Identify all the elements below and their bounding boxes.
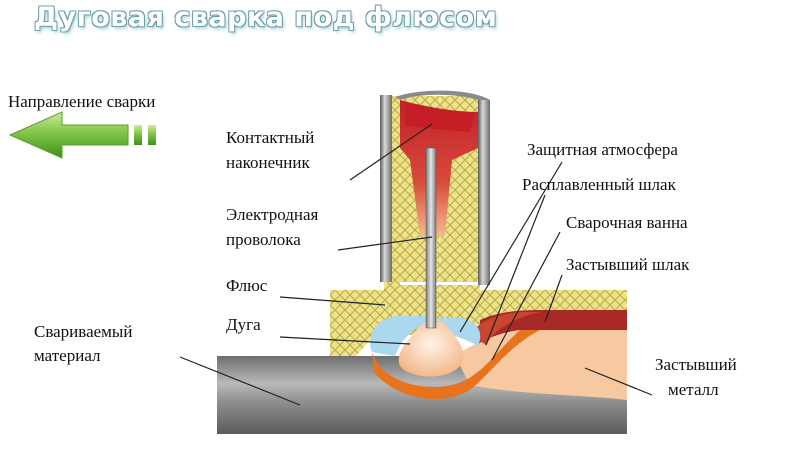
- flux-hopper-right-wall: [478, 100, 490, 285]
- shielding-atmosphere-left: [370, 316, 428, 356]
- solidified-metal-label-line2: металл: [668, 380, 719, 399]
- electrode-wire-label-line2: проволока: [226, 230, 301, 249]
- contact-tip-label-line2: наконечник: [226, 153, 310, 172]
- shielding-atmosphere-label: Защитная атмосфера: [527, 140, 678, 159]
- base-material-label-line1: Свариваемый: [34, 322, 133, 341]
- arc-label: Дуга: [226, 315, 261, 334]
- contact-tip-top-shine: [405, 103, 475, 132]
- shielding-atmosphere-right: [438, 318, 481, 346]
- electrode-wire-label-line1: Электродная: [226, 205, 319, 224]
- leader-lines: [179, 123, 653, 406]
- direction-label: Направление сварки: [8, 92, 156, 111]
- hopper-cap: [395, 90, 490, 100]
- base-material-label-line2: материал: [34, 346, 101, 365]
- direction-arrow-icon: [8, 111, 156, 159]
- solidified-slag-label: Застывший шлак: [566, 255, 690, 274]
- molten-slag-region: [470, 312, 540, 345]
- page-title: Дуговая сварка под флюсом: [34, 2, 498, 33]
- weld-pool-label: Сварочная ванна: [566, 213, 688, 232]
- contact-tip-label-line1: Контактный: [226, 128, 315, 147]
- flux-hopper-wall: [380, 95, 392, 282]
- contact-tip: [400, 100, 478, 236]
- arc-region: [398, 322, 464, 377]
- flux-bed: [330, 96, 627, 356]
- molten-slag-label: Расплавленный шлак: [522, 175, 676, 194]
- flux-label: Флюс: [226, 276, 268, 295]
- weld-pool-region: [372, 330, 540, 400]
- solidified-metal-label-line1: Застывший: [655, 355, 737, 374]
